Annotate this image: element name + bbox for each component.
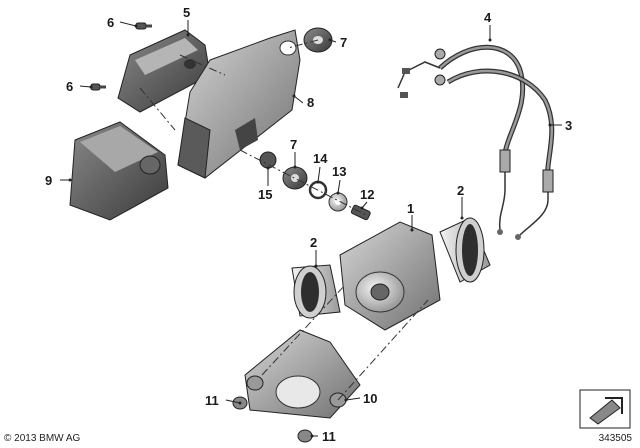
callout-labels: 1 2 2 3 4 5 6 6 7 7 8 9 10 11 11 12 13 1…	[45, 5, 572, 444]
part-13-washer	[328, 192, 348, 212]
part-6-screw-upper	[135, 22, 152, 30]
callout-3: 3	[565, 118, 572, 133]
callout-11-right: 11	[322, 429, 336, 444]
callout-7-upper: 7	[340, 35, 347, 50]
callout-2-right: 2	[457, 183, 464, 198]
part-5-cover	[117, 29, 211, 113]
part-6-screw-lower	[90, 83, 106, 91]
callout-2-left: 2	[310, 235, 317, 250]
part-11-plug-right	[297, 429, 313, 443]
image-number: 343505	[598, 433, 632, 444]
callout-12: 12	[360, 187, 374, 202]
part-3-4-cables	[397, 44, 555, 240]
part-15-bush	[259, 151, 277, 169]
orientation-pictogram	[579, 389, 631, 429]
callout-9: 9	[45, 173, 52, 188]
callout-leaders	[60, 20, 562, 438]
callout-7-lower: 7	[290, 137, 297, 152]
callout-8: 8	[307, 95, 314, 110]
part-7-grommet-lower	[282, 166, 308, 190]
callout-14: 14	[313, 151, 328, 166]
part-1-throttle-body	[339, 221, 441, 331]
callout-11-left: 11	[205, 393, 219, 408]
copyright-notice: © 2013 BMW AG	[4, 433, 81, 444]
callout-15: 15	[258, 187, 272, 202]
callout-10: 10	[363, 391, 377, 406]
part-2-duct-right	[439, 217, 491, 283]
part-9-actuator	[69, 121, 169, 221]
alignment-lines	[139, 39, 429, 401]
callout-6-upper: 6	[107, 15, 114, 30]
part-2-duct-left	[291, 264, 341, 319]
part-8-bracket	[177, 29, 301, 179]
callout-13: 13	[332, 164, 346, 179]
callout-5: 5	[183, 5, 190, 20]
callout-4: 4	[484, 10, 492, 25]
callout-1: 1	[407, 201, 414, 216]
callout-6-lower: 6	[66, 79, 73, 94]
